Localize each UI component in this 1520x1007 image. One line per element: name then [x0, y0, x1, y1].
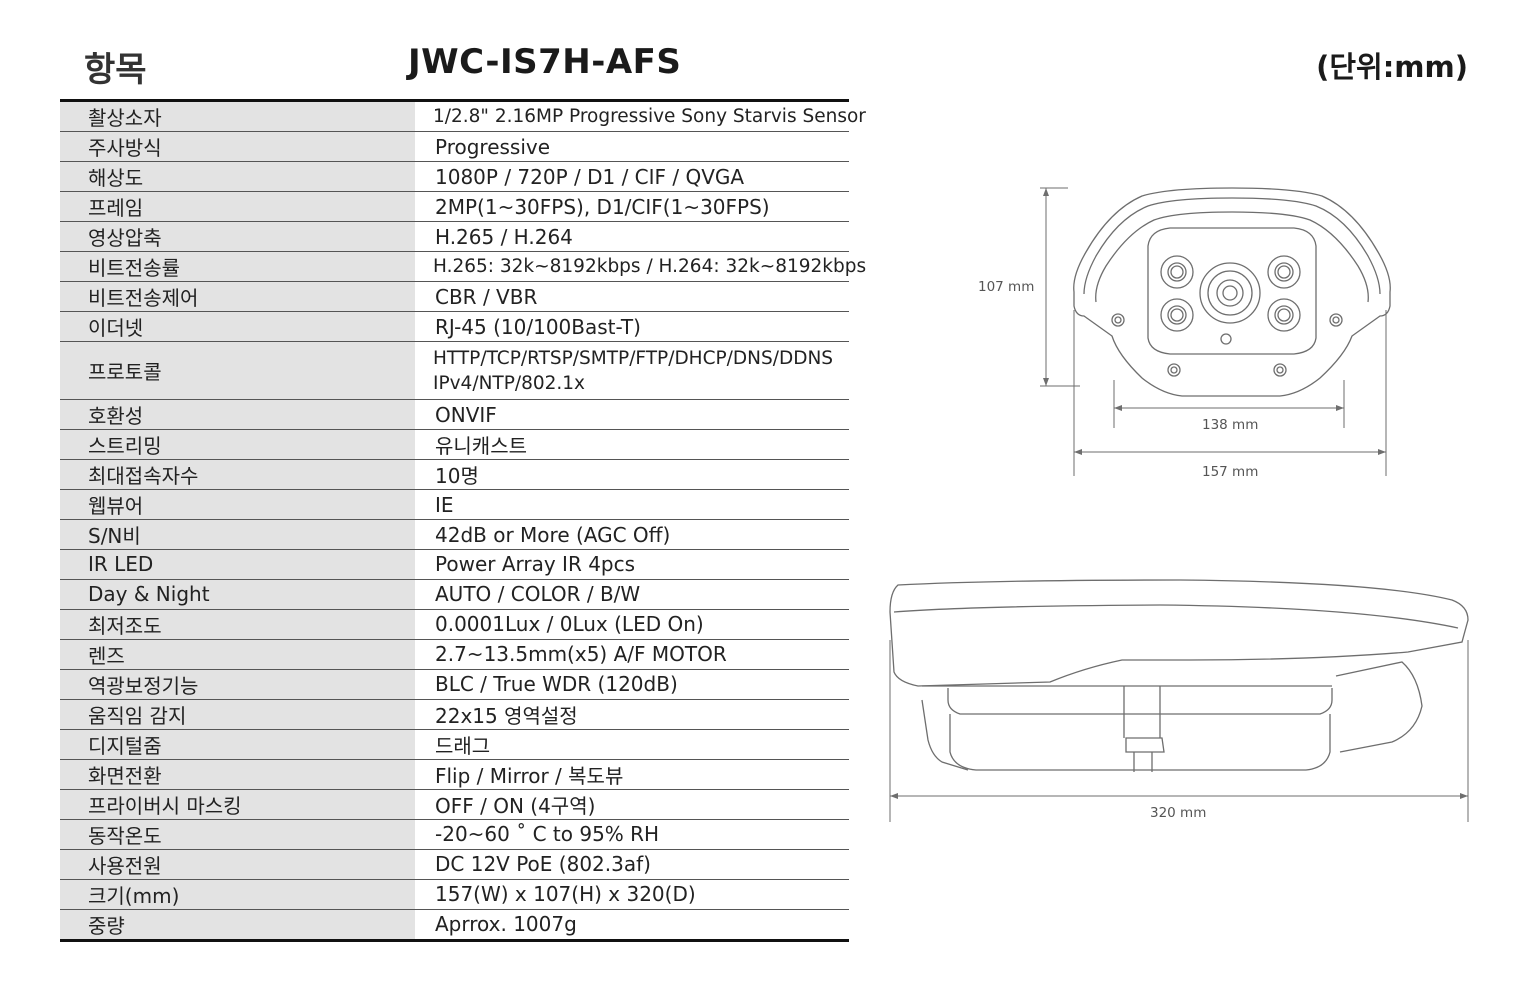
spec-value: 22x15 영역설정 — [415, 699, 849, 730]
protocol-line-1: HTTP/TCP/RTSP/SMTP/FTP/DHCP/DNS/DDNS — [433, 347, 834, 369]
spec-row: 동작온도-20~60 ˚ C to 95% RH — [60, 819, 849, 850]
item-header: 항목 — [84, 50, 147, 90]
spec-value: 1080P / 720P / D1 / CIF / QVGA — [415, 161, 849, 192]
spec-label: 스트리밍 — [60, 429, 415, 460]
spec-value: 1/2.8" 2.16MP Progressive Sony Starvis S… — [415, 100, 866, 132]
spec-label: 비트전송률 — [60, 251, 415, 282]
spec-label: 비트전송제어 — [60, 281, 415, 312]
spec-label: 움직임 감지 — [60, 699, 415, 730]
front-view-drawing — [1073, 187, 1391, 397]
spec-label: Day & Night — [60, 579, 415, 610]
spec-value: HTTP/TCP/RTSP/SMTP/FTP/DHCP/DNS/DDNS IPv4… — [415, 341, 849, 400]
spec-label: 웹뷰어 — [60, 489, 415, 520]
spec-label: 해상도 — [60, 161, 415, 192]
spec-value: 0.0001Lux / 0Lux (LED On) — [415, 609, 849, 640]
spec-label: 최저조도 — [60, 609, 415, 640]
spec-label: 이더넷 — [60, 311, 415, 342]
width-dimension — [1073, 310, 1387, 476]
spec-value: RJ-45 (10/100Bast-T) — [415, 311, 849, 342]
spec-value: Flip / Mirror / 복도뷰 — [415, 759, 849, 790]
spec-value: 유니캐스트 — [415, 429, 849, 460]
spec-label: 디지털줌 — [60, 729, 415, 760]
spec-value: H.265: 32k~8192kbps / H.264: 32k~8192kbp… — [415, 251, 866, 282]
spec-value: ONVIF — [415, 399, 849, 430]
spec-value: Aprrox. 1007g — [435, 912, 577, 937]
spec-value: AUTO / COLOR / B/W — [415, 579, 849, 610]
spec-value: CBR / VBR — [415, 281, 849, 312]
spec-label: IR LED — [60, 549, 415, 580]
dim-depth-label: 320 mm — [1150, 805, 1206, 821]
spec-label: 최대접속자수 — [60, 459, 415, 490]
spec-label: 동작온도 — [60, 819, 415, 850]
spec-label: 역광보정기능 — [60, 669, 415, 700]
spec-value: OFF / ON (4구역) — [415, 789, 849, 820]
spec-value: 드래그 — [415, 729, 849, 760]
spec-label: 프레임 — [60, 191, 415, 222]
spec-label: 촬상소자 — [60, 100, 415, 132]
spec-label: 사용전원 — [60, 849, 415, 880]
unit-label: (단위:mm) — [1316, 50, 1468, 84]
dim-height-label: 107 mm — [978, 279, 1034, 295]
spec-label: 크기(mm) — [60, 879, 415, 910]
protocol-line-2: IPv4/NTP/802.1x — [433, 372, 586, 394]
spec-label: 화면전환 — [60, 759, 415, 790]
spec-value: Power Array IR 4pcs — [415, 549, 849, 580]
dim-inner-width-label: 138 mm — [1202, 417, 1258, 433]
spec-label: 호환성 — [60, 399, 415, 430]
spec-value: BLC / True WDR (120dB) — [415, 669, 849, 700]
spec-value: 10명 — [415, 459, 849, 490]
model-title: JWC-IS7H-AFS — [408, 42, 682, 82]
spec-label: S/N비 — [60, 519, 415, 550]
spec-label: 프라이버시 마스킹 — [60, 789, 415, 820]
depth-dimension — [889, 640, 1469, 822]
spec-label: 프로토콜 — [60, 341, 415, 400]
spec-row: 크기(mm)157(W) x 107(H) x 320(D) — [60, 879, 849, 910]
inner-width-dimension — [1113, 380, 1345, 428]
spec-value: Progressive — [415, 131, 849, 162]
spec-label: 주사방식 — [60, 131, 415, 162]
spec-row: 중량 Aprrox. 1007g — [60, 909, 849, 941]
spec-value: IE — [415, 489, 849, 520]
spec-value: 42dB or More (AGC Off) — [415, 519, 849, 550]
height-dimension — [1040, 187, 1080, 387]
dim-width-label: 157 mm — [1202, 464, 1258, 480]
spec-value: -20~60 ˚ C to 95% RH — [415, 819, 849, 850]
spec-value: 2.7~13.5mm(x5) A/F MOTOR — [415, 639, 849, 670]
spec-label: 영상압축 — [60, 221, 415, 252]
spec-value: 2MP(1~30FPS), D1/CIF(1~30FPS) — [415, 191, 849, 222]
spec-value: 157(W) x 107(H) x 320(D) — [415, 879, 849, 910]
spec-value: DC 12V PoE (802.3af) — [415, 849, 849, 880]
spec-label: 렌즈 — [60, 639, 415, 670]
spec-label: 중량 — [60, 909, 415, 941]
side-view-drawing — [889, 579, 1469, 772]
spec-value: H.265 / H.264 — [415, 221, 849, 252]
